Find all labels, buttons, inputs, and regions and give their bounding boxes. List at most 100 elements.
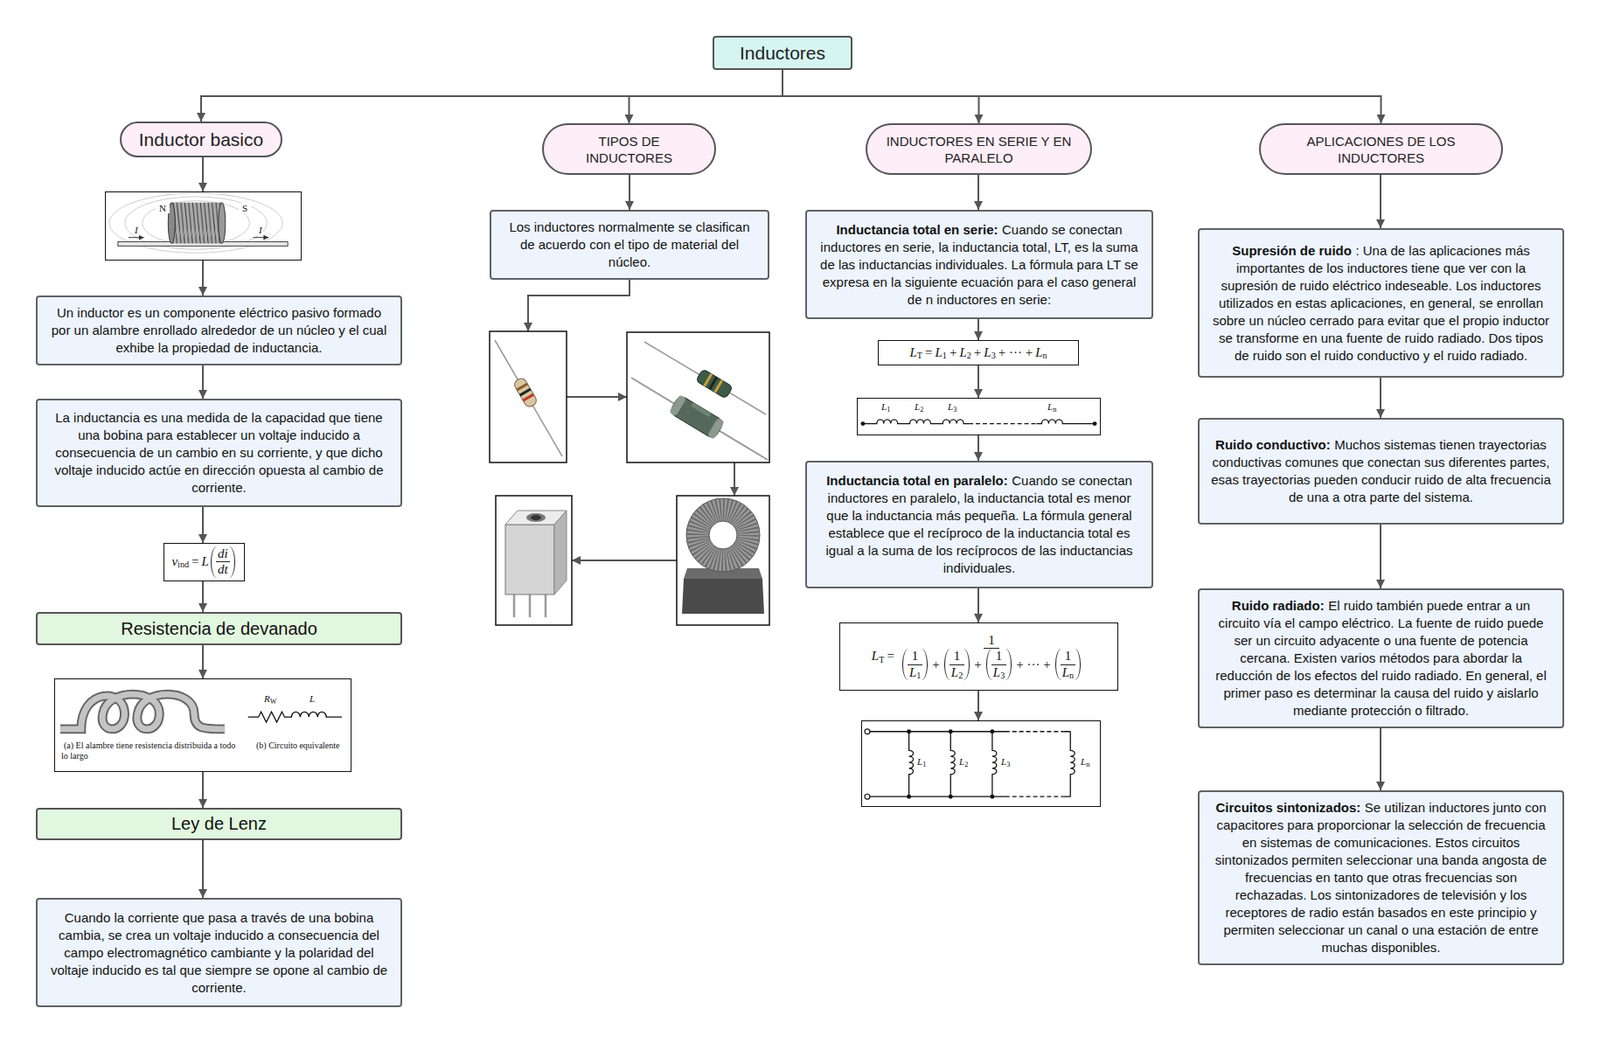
parentheses: 1L2 [944,648,971,681]
connector-arrow [201,581,204,613]
math-symbol: L [993,665,1001,681]
math-symbol: L [909,345,917,361]
axial-inductor-photo [512,376,538,409]
title-box: Inductores [712,35,853,70]
toroid-inductor-photo [709,521,738,550]
axial-inductor-photo [494,340,563,457]
junction-dot [906,729,995,799]
connector-arrow [201,772,204,808]
formula: LT=11L1+1L2+1L3+ ··· +1Ln [871,633,1086,681]
axial-inductor-photo [521,393,535,403]
subscript: 3 [1006,760,1010,769]
connector-arrow [201,645,204,679]
math-symbol: dt [217,562,229,578]
numerator: di [215,546,230,563]
photo-arrows [733,462,736,496]
text-wrap: Ruido radiado:El ruido también puede ent… [1210,597,1552,720]
node-heading: Ruido radiado: [1231,598,1325,613]
text-wrap: Los inductores normalmente se clasifican… [501,218,758,272]
math-symbol: L [1080,756,1086,767]
section-band: Ley de Lenz [35,807,403,841]
node-text: TIPOS DE INDUCTORES [585,133,673,166]
subscript: T [878,654,884,666]
node-heading: Supresión de ruido [1231,243,1352,258]
molded-inductors-photo [668,394,687,417]
subscript: 2 [919,405,924,414]
text-wrap: Ley de Lenz [171,813,267,835]
parallel-wiring [1070,731,1075,797]
subscript: 1 [922,760,926,769]
application-box: Circuitos sintonizados:Se utilizan induc… [1197,790,1565,966]
connector-arrow [628,174,631,210]
math-symbol: I [258,224,263,236]
shielded-inductor-photo [526,513,546,522]
molded-inductors-photo [668,394,725,440]
terminal-circle [864,729,870,735]
equivalent-circuit [248,711,342,723]
axial-inductor-photo [515,382,529,392]
application-box: Ruido radiado:El ruido también puede ent… [1197,588,1565,729]
node-text: : Una de las aplicaciones más importante… [1212,243,1550,363]
connector-arrow [201,840,204,898]
photo-arrows [571,559,677,562]
denominator: Ln [1060,665,1076,681]
connector-arrow [782,69,1382,124]
junction-dot [948,729,954,734]
shielded-inductor-photo [530,514,542,521]
math-symbol: L [1001,756,1007,767]
connector-arrow [1379,728,1382,791]
toroid-inductor-photo [686,498,760,572]
current-arrow [128,236,270,238]
definition-box: Inductancia total en paralelo:Cuando se … [805,460,1154,589]
node-heading: Ruido conductivo: [1215,437,1331,453]
node-text: Cuando se conectan inductores en paralel… [825,473,1133,576]
parallel-wiring [869,731,1071,797]
figure-label: Ln [1079,756,1091,769]
photo-arrows [566,396,627,398]
coil [171,202,222,244]
math-symbol: L [917,756,923,767]
fraction: 1Ln [1060,648,1077,681]
formula-box: LT=L1+L2+L3+ ··· +Ln [877,340,1079,366]
denominator: dt [215,562,230,578]
parallel-wiring [909,731,914,797]
connector-arrow [1379,524,1382,589]
math-symbol: L [1062,665,1070,681]
node-heading: Inductancia total en serie: [835,222,998,237]
figure-label: L2 [913,401,925,414]
subscript: 3 [1000,670,1005,682]
coil [218,202,226,244]
connector-arrow [629,69,784,124]
math-symbol: (a) El alambre tiene resistencia distrib… [61,740,236,761]
formula: LT=L1+L2+L3+ ··· +Ln [909,345,1047,361]
math-symbol: 1 [995,648,1003,664]
math-symbol: = [886,648,894,664]
coiled-wire [60,694,225,730]
figure-label: (a) El alambre tiene resistencia distrib… [60,740,242,762]
node-text: El ruido también puede entrar a un circu… [1215,598,1547,718]
text-wrap: Ruido conductivo:Muchos sistemas tienen … [1210,436,1552,507]
subscript: T [917,350,923,362]
math-symbol: L [309,693,315,704]
figure-label: I [133,224,140,236]
series-wiring [862,419,1095,425]
numerator: 1 [991,648,1008,665]
parentheses: 1Ln [1055,648,1082,681]
math-symbol: S [242,202,248,214]
section-band: Resistencia de devanado [35,612,403,646]
subscript: ind [177,559,189,571]
parallel-wiring [1005,731,1065,797]
connector-arrow [977,365,980,398]
molded-inductors-photo [707,417,725,440]
node-text: Resistencia de devanado [120,619,318,639]
fraction: 1L3 [991,648,1008,681]
subscript: 2 [958,670,963,682]
math-symbol: 1 [1064,648,1072,664]
denominator: L2 [949,665,965,681]
text-wrap: TIPOS DE INDUCTORES [557,132,701,167]
molded-inductors-photo [695,368,734,399]
junction-dot [989,794,995,800]
node-text: Un inductor es un componente eléctrico p… [51,305,388,355]
connector-arrow [201,260,204,296]
